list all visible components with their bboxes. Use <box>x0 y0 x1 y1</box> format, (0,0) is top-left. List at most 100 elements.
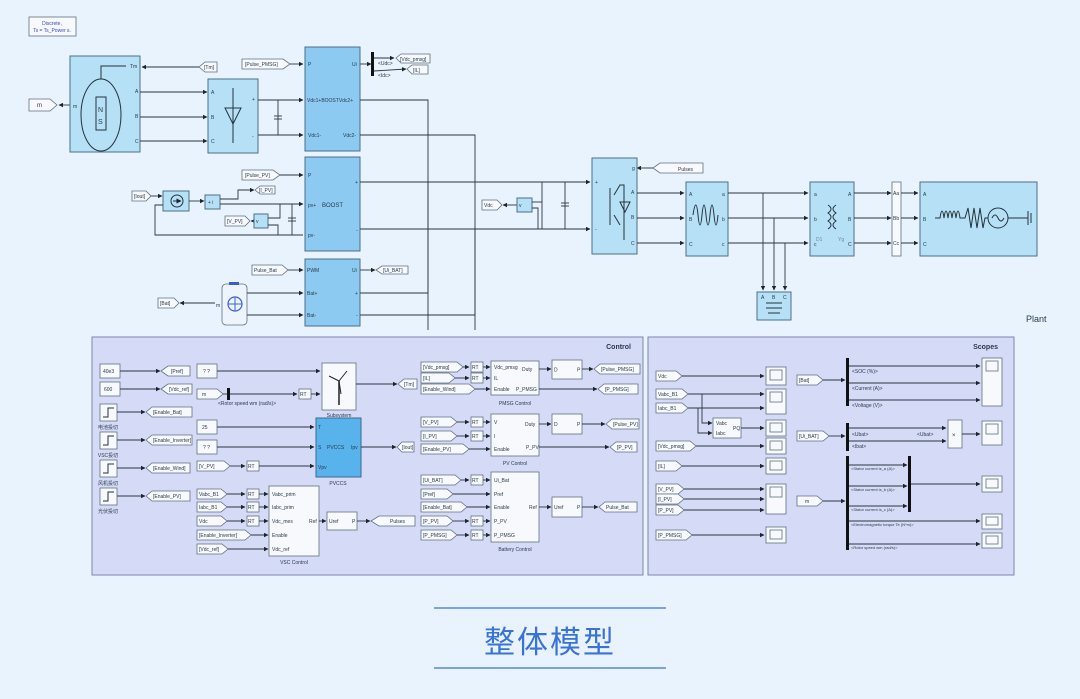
boost-pv-block[interactable]: P pv+ BOOST pv- + - <box>304 156 361 252</box>
from-m-control[interactable]: m <box>196 388 224 400</box>
from-vsc-in-4[interactable]: [Vdc_ref] <box>196 543 229 555</box>
from-bat-in-1[interactable]: [Pref] <box>420 488 454 500</box>
from-scope-1[interactable]: Vabc_B1 <box>655 388 689 400</box>
rc-load-block[interactable]: A B C <box>756 291 792 321</box>
controlled-current-source[interactable] <box>162 190 190 212</box>
goto-en_wind[interactable]: [Enable_Wind] <box>145 462 191 474</box>
scope-p-pmsg[interactable] <box>765 526 787 544</box>
from-v-pv[interactable]: [V_PV] <box>224 215 251 227</box>
pmsg-generator-block[interactable]: N S Tm A B C m <box>69 55 141 153</box>
scope-pq[interactable] <box>765 419 787 437</box>
rate-transition-wind[interactable]: RT <box>298 388 312 400</box>
step-block-1[interactable]: VSC投切 <box>98 431 118 459</box>
boost-pmsg-block[interactable]: P Ui Vdc1+BOOSTVdc2+ Vdc1- Vdc2- <box>304 46 361 152</box>
from-scope-7[interactable]: [P_PV] <box>655 504 685 516</box>
constant-irradiance[interactable]: ? ? <box>196 439 218 455</box>
rate-transition[interactable]: RT <box>470 416 484 428</box>
from-pulse-pv[interactable]: [Pulse_PV] <box>241 169 281 181</box>
goto-en_inv[interactable]: [Enable_Inverter] <box>145 434 193 446</box>
product-block[interactable]: × <box>947 419 963 449</box>
transformer-block[interactable]: a b c A B C D1 Yg <box>809 181 855 257</box>
powergui-block[interactable]: Discrete, Ts = Ts_Power s. <box>28 16 77 37</box>
from-pv-in-1[interactable]: [I_PV] <box>420 430 458 442</box>
rate-transition[interactable]: RT <box>246 488 260 500</box>
from-scope-2[interactable]: Iabc_B1 <box>655 402 689 414</box>
constant-wind-speed[interactable]: ? ? <box>196 363 218 379</box>
goto-ui-bat[interactable]: [Ui_BAT] <box>375 265 409 275</box>
rate-transition-pv[interactable]: RT <box>246 460 260 472</box>
goto-m[interactable]: m <box>28 98 58 112</box>
from-bat-in-0[interactable]: [Ui_BAT] <box>420 474 462 486</box>
goto-p-pv[interactable]: [P_PV] <box>609 441 638 453</box>
from-pv-in-2[interactable]: [Enable_PV] <box>420 443 470 455</box>
from-pmsg-in-2[interactable]: [Enable_Wind] <box>420 383 476 395</box>
from-v-pv-control[interactable]: [V_PV] <box>196 460 231 472</box>
from-pmsg-in-0[interactable]: [Vdc_pmsg] <box>420 361 464 373</box>
from-pulse-pmsg[interactable]: [Pulse_PMSG] <box>241 58 291 70</box>
goto-en_pv[interactable]: [Enable_PV] <box>145 490 191 502</box>
scope-vdc[interactable] <box>765 366 787 386</box>
from-scope-4[interactable]: [IL] <box>655 460 683 472</box>
constant-pref[interactable]: 40e3 <box>99 363 121 379</box>
step-block-0[interactable]: 电池投切 <box>98 403 118 431</box>
from-scope-5[interactable]: [V_PV] <box>655 483 685 495</box>
constant-vdc-ref[interactable]: 600 <box>99 381 121 397</box>
from-pulse-bat[interactable]: Pulse_Bat <box>251 264 289 276</box>
goto-pulse-pv[interactable]: [Pulse_PV] <box>605 418 640 430</box>
rate-transition[interactable]: RT <box>470 372 484 384</box>
from-bat-in-2[interactable]: [Enable_Bat] <box>420 501 468 513</box>
scope-battery[interactable] <box>981 357 1003 407</box>
goto-vdc[interactable]: Vdc <box>481 199 503 211</box>
goto-pulses[interactable]: Pulses <box>370 515 416 527</box>
rate-transition[interactable]: RT <box>470 361 484 373</box>
goto-il[interactable]: [IL] <box>406 64 429 75</box>
goto-tm[interactable]: [Tm] <box>397 378 418 390</box>
from-pulses[interactable]: Pulses <box>652 162 704 174</box>
scope-power[interactable] <box>981 420 1003 446</box>
three-phase-measurement[interactable]: Aa Bb Cc <box>891 181 902 257</box>
step-block-3[interactable]: 光伏投切 <box>98 487 118 515</box>
from-vsc-in-0[interactable]: Vabc_B1 <box>196 488 228 500</box>
wind-turbine-subsystem[interactable]: Subsystem <box>321 362 357 419</box>
scope-vabc-iabc[interactable] <box>765 388 787 415</box>
rate-transition[interactable]: RT <box>470 430 484 442</box>
from-bat-in-3[interactable]: [P_PV] <box>420 515 454 527</box>
rate-transition[interactable]: RT <box>470 515 484 527</box>
from-scope-0[interactable]: Vdc <box>655 370 683 382</box>
from-vsc-in-2[interactable]: Vdc <box>196 515 228 527</box>
from-pmsg-in-1[interactable]: [IL] <box>420 372 456 384</box>
from-vsc-in-3[interactable]: [Enable_Inverter] <box>196 529 252 541</box>
goto-pref[interactable]: [Pref] <box>160 365 191 377</box>
from-iout[interactable]: [Iout] <box>131 190 152 202</box>
constant-temperature[interactable]: 25 <box>196 419 218 435</box>
from-scope-3[interactable]: [Vdc_pmsg] <box>655 440 697 452</box>
scope-rotor-speed[interactable] <box>981 532 1003 549</box>
goto-bat[interactable]: [Bat] <box>157 297 180 309</box>
voltage-measurement-dc[interactable]: v <box>516 197 533 213</box>
scope-stator-current[interactable] <box>981 475 1003 493</box>
battery-converter-block[interactable]: PWM Ui Bat+ Bat- + - <box>304 258 361 327</box>
from-scope-8[interactable]: [P_PMSG] <box>655 529 693 541</box>
scope-il[interactable] <box>765 457 787 475</box>
goto-vdc-ref[interactable]: [Vdc_ref] <box>160 383 193 395</box>
rate-transition[interactable]: RT <box>246 501 260 513</box>
goto-pulse-pmsg[interactable]: [Pulse_PMSG] <box>593 363 641 375</box>
from-m-scope[interactable]: m <box>796 495 824 507</box>
grid-source-block[interactable]: A B C <box>919 181 1038 257</box>
scope-torque[interactable] <box>981 513 1003 530</box>
vsc-control-block[interactable]: Vabc_primIabc_primVdc_mesEnableVdc_refRe… <box>268 485 320 566</box>
scope-pv[interactable] <box>765 483 787 515</box>
battery-icon[interactable] <box>221 282 248 326</box>
current-measurement[interactable]: + i <box>204 194 221 210</box>
step-block-2[interactable]: 风机投切 <box>98 459 118 487</box>
rate-transition[interactable]: RT <box>246 515 260 527</box>
goto-pulse-bat[interactable]: Pulse_Bat <box>598 501 638 513</box>
goto-p-pmsg[interactable]: [P_PMSG] <box>597 383 639 395</box>
